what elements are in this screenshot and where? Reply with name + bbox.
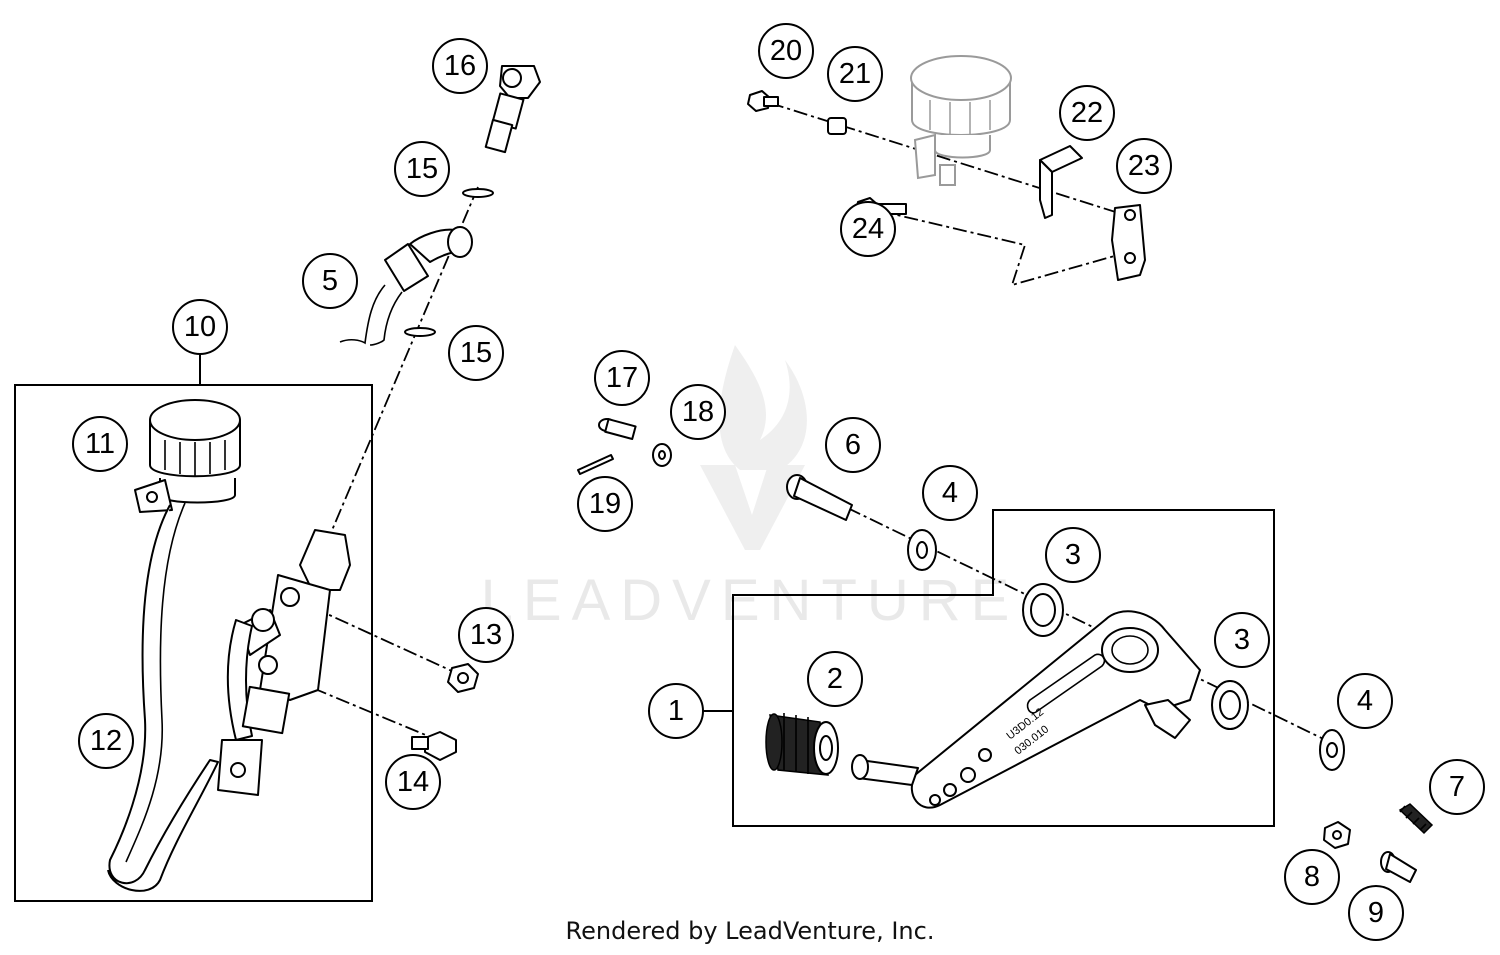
footer-credit: Rendered by LeadVenture, Inc. — [565, 917, 935, 945]
svg-text:15: 15 — [406, 153, 438, 185]
callout-6: 6 — [825, 417, 881, 473]
part-14-bolt — [411, 731, 457, 761]
svg-text:10: 10 — [184, 311, 216, 343]
svg-text:8: 8 — [1304, 861, 1320, 893]
callout-3-upper: 3 — [1045, 527, 1101, 583]
part-12-hose — [107, 502, 219, 892]
callout-14: 14 — [385, 754, 441, 810]
group-box-10 — [14, 384, 373, 902]
part-3-bearing-upper-ring — [1030, 593, 1056, 627]
svg-text:19: 19 — [589, 488, 621, 520]
callout-7: 7 — [1429, 759, 1485, 815]
svg-text:13: 13 — [470, 619, 502, 651]
callout-4-upper: 4 — [922, 465, 978, 521]
part-5-brake-hose — [339, 226, 473, 346]
svg-text:4: 4 — [1357, 685, 1373, 717]
svg-text:9: 9 — [1368, 897, 1384, 929]
part-2-pedal-rubber — [765, 713, 839, 776]
part-17-pin — [598, 418, 637, 441]
callout-11: 11 — [72, 416, 128, 472]
ghost-reservoir — [910, 55, 1012, 186]
part-20-bolt — [747, 90, 779, 112]
svg-text:15: 15 — [460, 337, 492, 369]
svg-text:12: 12 — [90, 725, 122, 757]
part-4-washer-lower-hole — [1326, 742, 1338, 758]
group-box-1 — [732, 509, 1275, 827]
part-7-spring — [1398, 803, 1434, 835]
callout-3-lower: 3 — [1214, 612, 1270, 668]
svg-text:22: 22 — [1071, 97, 1103, 129]
part-19-cotter-pin — [577, 454, 614, 475]
part-23-bracket — [1111, 204, 1146, 281]
part-21-spacer — [827, 117, 847, 135]
watermark-text: LEADVENTURE — [481, 568, 1020, 633]
svg-text:11: 11 — [85, 428, 115, 460]
svg-text:17: 17 — [606, 362, 638, 394]
part-11-reservoir — [134, 399, 241, 513]
callout-5: 5 — [302, 253, 358, 309]
callout-10: 10 — [172, 299, 228, 355]
svg-text:21: 21 — [839, 58, 871, 90]
callout-15-lower: 15 — [448, 325, 504, 381]
svg-text:6: 6 — [845, 429, 861, 461]
part-1-brake-lever: U3D0.12 030.010 — [851, 610, 1201, 809]
part-9-bolt — [1380, 851, 1417, 883]
svg-text:1: 1 — [668, 695, 684, 727]
svg-text:3: 3 — [1234, 624, 1250, 656]
callout-20: 20 — [758, 23, 814, 79]
svg-text:4: 4 — [942, 477, 958, 509]
part-4-washer-upper-hole — [916, 541, 928, 559]
svg-text:5: 5 — [322, 265, 338, 297]
axis-line-24 — [879, 210, 1126, 287]
callout-23: 23 — [1116, 138, 1172, 194]
part-15-seal-upper — [462, 188, 494, 198]
part-8-nut-hole — [1332, 830, 1342, 840]
master-cylinder — [217, 529, 351, 796]
callout-19: 19 — [577, 476, 633, 532]
svg-text:14: 14 — [397, 766, 429, 798]
callout-8: 8 — [1284, 849, 1340, 905]
svg-text:16: 16 — [444, 50, 476, 82]
callout-17: 17 — [594, 350, 650, 406]
callout-21: 21 — [827, 46, 883, 102]
svg-text:7: 7 — [1449, 771, 1465, 803]
svg-text:3: 3 — [1065, 539, 1081, 571]
part-6-bolt — [786, 474, 853, 521]
callout-13: 13 — [458, 607, 514, 663]
callout-9: 9 — [1348, 885, 1404, 941]
watermark-logo — [700, 345, 807, 550]
callout-24: 24 — [840, 201, 896, 257]
part-15-seal-lower — [404, 327, 436, 337]
svg-text:18: 18 — [682, 396, 714, 428]
svg-text:20: 20 — [770, 35, 802, 67]
callout-2: 2 — [807, 651, 863, 707]
callout-18: 18 — [670, 384, 726, 440]
part-22-bracket — [1039, 145, 1083, 219]
callout-1: 1 — [648, 683, 704, 739]
part-13-nut-hole — [457, 672, 469, 684]
callout-16: 16 — [432, 38, 488, 94]
svg-text:2: 2 — [827, 663, 843, 695]
callout-12: 12 — [78, 713, 134, 769]
callout-4-lower: 4 — [1337, 673, 1393, 729]
svg-text:24: 24 — [852, 213, 884, 245]
part-16-fitting — [484, 65, 541, 154]
part-18-washer-hole — [658, 450, 666, 460]
svg-text:23: 23 — [1128, 150, 1160, 182]
callout-22: 22 — [1059, 85, 1115, 141]
part-3-bearing-lower-ring — [1219, 690, 1241, 720]
callout-15-upper: 15 — [394, 141, 450, 197]
